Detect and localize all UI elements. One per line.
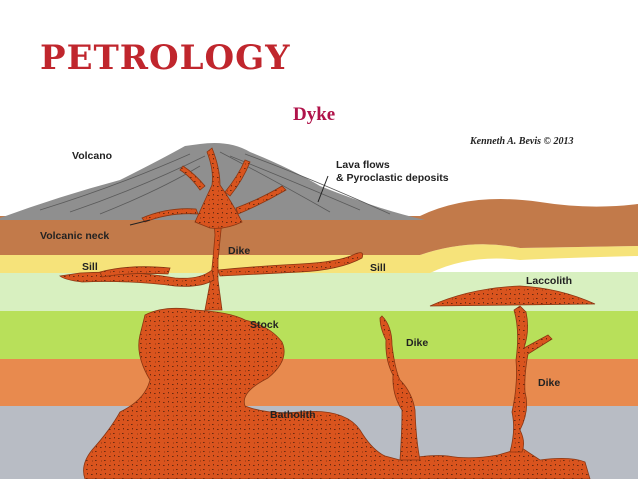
petrology-diagram: Kenneth A. Bevis © 2013 Volcano Lava flo…	[0, 130, 638, 479]
label-leader-lines	[129, 175, 329, 226]
yellow-rock-layer	[0, 244, 638, 273]
label-dike-right: Dike	[538, 377, 560, 389]
label-stock: Stock	[250, 319, 279, 331]
label-batholith: Batholith	[270, 409, 316, 421]
lime-rock-layer	[0, 310, 638, 359]
label-lava-flows-line1: Lava flows	[336, 159, 390, 171]
label-volcano: Volcano	[72, 150, 112, 162]
diagram-credit: Kenneth A. Bevis © 2013	[469, 136, 574, 147]
label-sill-left: Sill	[82, 261, 98, 273]
label-dike-middle: Dike	[406, 337, 428, 349]
label-sill-right: Sill	[370, 262, 386, 274]
volcano-strata-lines	[39, 151, 391, 215]
brown-rock-layer	[0, 199, 638, 255]
slide-title: PETROLOGY	[40, 38, 291, 78]
label-lava-flows-line2: & Pyroclastic deposits	[336, 172, 449, 184]
magma-intrusions	[59, 147, 596, 479]
label-dike-top: Dike	[228, 245, 250, 257]
slide-subtitle: Dyke	[293, 104, 336, 125]
label-laccolith: Laccolith	[526, 275, 572, 287]
label-volcanic-neck: Volcanic neck	[40, 230, 109, 242]
orange-rock-layer	[0, 358, 638, 406]
